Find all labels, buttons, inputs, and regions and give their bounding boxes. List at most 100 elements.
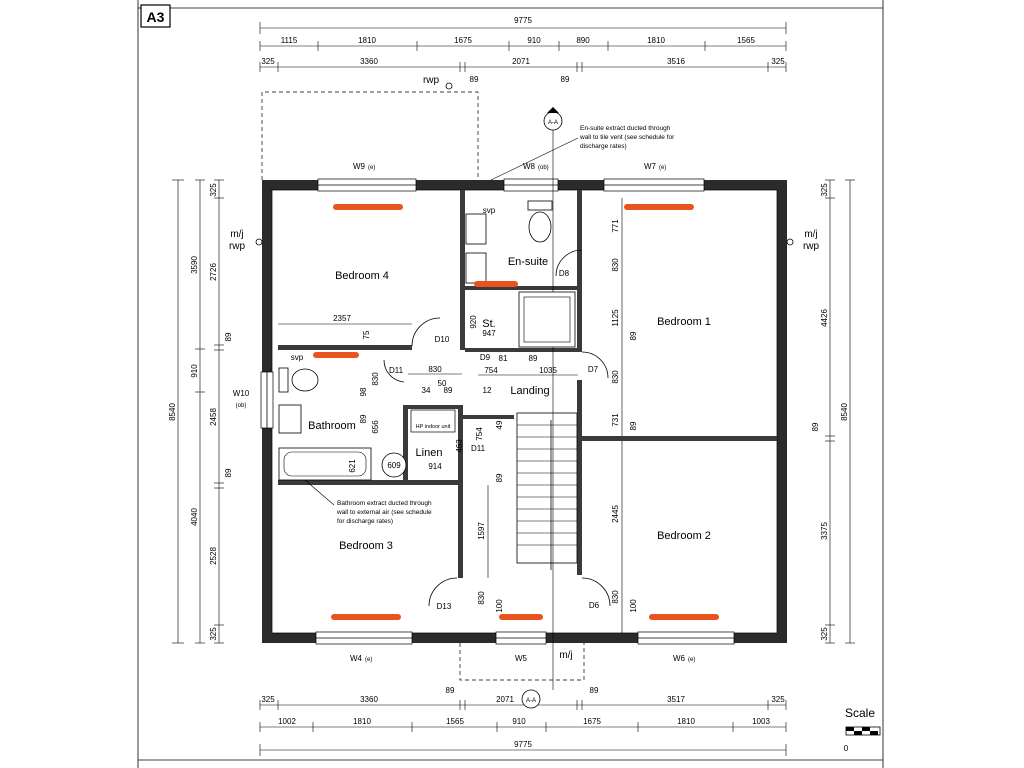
window-w4-suffix: (e) [365, 657, 372, 663]
dim-609: 609 [387, 461, 401, 470]
dim-1125: 1125 [611, 309, 620, 327]
dim-top-r1-3: 910 [527, 36, 541, 45]
window-w9-suffix: (e) [368, 165, 375, 171]
dashed-outline-bottom [459, 643, 585, 681]
dim-left-b-3: 2458 [209, 408, 218, 426]
mj-bottom: m/j [559, 650, 572, 661]
staircase [516, 412, 578, 570]
dashed-outline-top [261, 91, 479, 180]
dim-830-a: 830 [428, 365, 442, 374]
dim-bot-overall: 9775 [514, 740, 532, 749]
window-labels: W9 (e) W8 (ob) W7 (e) W10 (ob) W4 (e) W5… [233, 162, 696, 663]
note-bathroom-line2: wall to external air (see schedule [336, 509, 432, 516]
door-swings [383, 249, 611, 607]
dim-left-overall: 8540 [168, 403, 177, 421]
scale-zero: 0 [844, 744, 849, 753]
rwp-left-icon [255, 238, 263, 246]
bottom-dimensions: 325 3360 89 2071 89 3517 325 1002 1810 1… [259, 686, 787, 756]
svp-ensuite: svp [483, 206, 496, 215]
dim-top-r1-6: 1565 [737, 36, 755, 45]
door-d11-bathroom: D11 [389, 366, 404, 375]
section-marker-top: A-A [548, 120, 558, 126]
dim-top-r1-2: 1675 [454, 36, 472, 45]
window-w10-suffix: (ob) [236, 403, 247, 409]
dim-bot-r2-3: 2071 [496, 695, 514, 704]
dim-left-a-2: 4040 [190, 508, 199, 526]
dim-left-b-6: 325 [209, 627, 218, 641]
service-labels: svp svp rwp m/j rwp m/j rwp m/j HP indoo… [229, 75, 820, 661]
dim-top-r2-2: 89 [470, 75, 479, 84]
window-w10: W10 [233, 389, 250, 398]
dim-49: 49 [495, 420, 504, 429]
window-w7-suffix: (e) [659, 165, 666, 171]
room-labels: Bedroom 4 En-suite Bedroom 1 St. Bathroo… [308, 256, 711, 552]
window-w8: W8 [523, 162, 536, 171]
dim-89-f: 89 [629, 421, 638, 430]
dim-89-a: 89 [444, 386, 453, 395]
dim-right-a-1: 89 [811, 422, 820, 431]
window-w6-suffix: (e) [688, 657, 695, 663]
window-w8-suffix: (ob) [538, 165, 549, 171]
sheet-size-badge [140, 4, 171, 28]
door-d11-linen: D11 [471, 444, 486, 453]
mj-right: m/j [804, 229, 817, 240]
room-landing: Landing [510, 385, 549, 397]
dim-830-d: 830 [611, 258, 620, 272]
dim-bot-r1-6: 1003 [752, 717, 770, 726]
door-labels: D8 D10 D9 D11 D7 D11 D13 D6 [389, 269, 600, 611]
rwp-top: rwp [423, 75, 440, 86]
dim-1597: 1597 [477, 522, 486, 540]
dim-right-b-0: 325 [820, 183, 829, 197]
radiator-ensuite [474, 281, 518, 287]
dim-754-a: 754 [475, 427, 484, 441]
scale-bar: Scale 0 [844, 706, 881, 753]
dim-89-e: 89 [629, 331, 638, 340]
dim-771: 771 [611, 219, 620, 233]
dim-89-b: 89 [359, 414, 368, 423]
dim-top-r1-5: 1810 [647, 36, 665, 45]
dim-98: 98 [359, 387, 368, 396]
dim-830-f: 830 [611, 590, 620, 604]
rwp-left: rwp [229, 241, 246, 252]
dim-89-c: 89 [495, 473, 504, 482]
sheet-size-label: A3 [147, 9, 165, 25]
room-bathroom: Bathroom [308, 420, 356, 432]
external-walls [260, 178, 787, 645]
note-bathroom-line3: for discharge rates) [337, 518, 393, 525]
radiator-bedroom1 [624, 204, 694, 210]
window-w7: W7 [644, 162, 657, 171]
radiator-bedroom3 [331, 614, 401, 620]
dim-left-b-5: 2528 [209, 547, 218, 565]
rwp-top-icon [445, 82, 453, 90]
dim-bot-r2-0: 325 [261, 695, 275, 704]
dim-1035: 1035 [539, 366, 557, 375]
dim-bot-r2-4: 89 [590, 686, 599, 695]
room-store: St. [482, 318, 495, 330]
internal-walls [278, 190, 777, 578]
note-ensuite-line1: En-suite extract ducted through [580, 125, 671, 132]
right-dimensions: 325 4426 89 3375 325 8540 [811, 179, 855, 644]
door-d9: D9 [480, 353, 491, 362]
dim-left-a-1: 910 [190, 364, 199, 378]
dim-top-r2-0: 325 [261, 57, 275, 66]
dim-top-r1-4: 890 [576, 36, 590, 45]
scale-label: Scale [845, 706, 875, 720]
radiator-bedroom4 [333, 204, 403, 210]
room-bedroom4: Bedroom 4 [335, 270, 389, 282]
room-bedroom1: Bedroom 1 [657, 316, 711, 328]
room-bedroom2: Bedroom 2 [657, 530, 711, 542]
dim-920: 920 [469, 315, 478, 329]
dim-2357: 2357 [333, 314, 351, 323]
notes: En-suite extract ducted through wall to … [304, 125, 675, 525]
radiator-bedroom2 [649, 614, 719, 620]
dim-34: 34 [422, 386, 431, 395]
radiators [313, 204, 719, 620]
dim-left-b-1: 2726 [209, 263, 218, 281]
dim-830-b: 830 [371, 372, 380, 386]
dim-914: 914 [428, 462, 442, 471]
window-w5: W5 [515, 654, 528, 663]
dim-left-b-4: 89 [224, 468, 233, 477]
radiator-landing [499, 614, 543, 620]
dim-947: 947 [482, 329, 496, 338]
